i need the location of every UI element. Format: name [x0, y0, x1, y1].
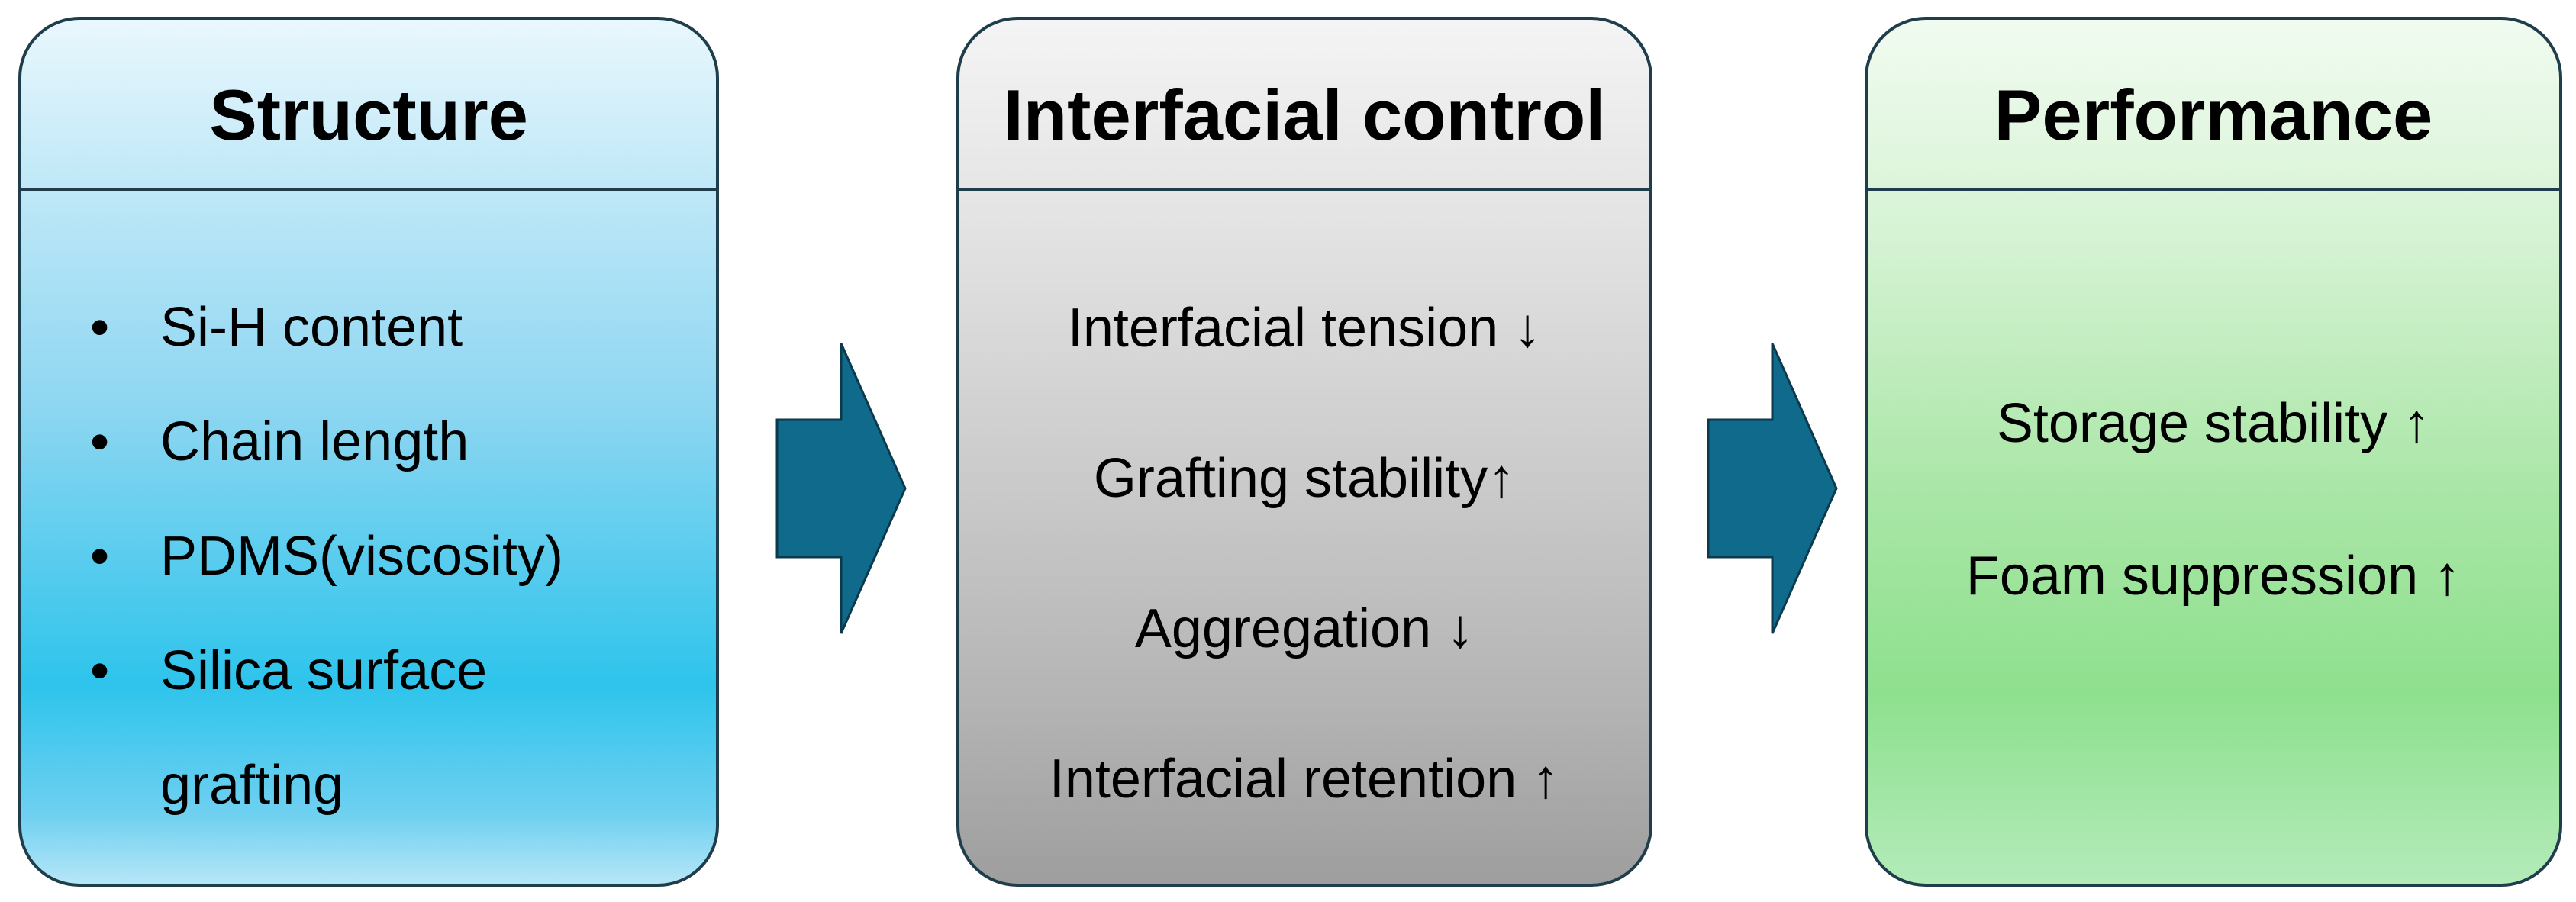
performance-title: Performance: [1868, 20, 2559, 191]
list-item: Storage stability ↑: [1996, 393, 2431, 454]
list-item: Grafting stability↑: [1093, 448, 1516, 509]
structure-body: • Si-H content • Chain length • PDMS(viscos…: [21, 194, 716, 884]
list-item-continuation: grafting: [85, 728, 563, 842]
list-item: Interfacial tension ↓: [1067, 298, 1542, 359]
structure-item-label: Silica surface: [160, 640, 488, 701]
structure-item-label: PDMS(viscosity): [160, 526, 564, 587]
list-item: • Silica surface: [85, 614, 563, 728]
bullet-icon: •: [90, 297, 110, 358]
flow-arrow-icon: [1707, 343, 1838, 634]
list-item: Interfacial retention ↑: [1049, 749, 1560, 810]
bullet-icon: •: [90, 526, 110, 587]
list-item: • PDMS(viscosity): [85, 499, 563, 614]
structure-panel: Structure • Si-H content • Chain length • P…: [18, 17, 719, 887]
interfacial-title: Interfacial control: [959, 20, 1649, 191]
performance-list: Storage stability ↑ Foam suppression ↑: [1868, 396, 2559, 604]
performance-panel: Performance Storage stability ↑ Foam sup…: [1865, 17, 2562, 887]
bullet-icon: •: [90, 640, 110, 701]
list-item: • Si-H content: [85, 270, 563, 385]
interfacial-list: Interfacial tension ↓ Grafting stability…: [959, 301, 1649, 807]
performance-body: Storage stability ↑ Foam suppression ↑: [1868, 194, 2559, 884]
interfacial-body: Interfacial tension ↓ Grafting stability…: [959, 194, 1649, 884]
flow-arrow-icon: [775, 343, 907, 634]
structure-item-label: Si-H content: [160, 297, 463, 358]
list-item: Aggregation ↓: [1134, 598, 1475, 659]
flow-arrow-shape: [775, 343, 907, 634]
bullet-icon: •: [90, 411, 110, 472]
interfacial-panel: Interfacial control Interfacial tension …: [956, 17, 1652, 887]
list-item: Foam suppression ↑: [1965, 546, 2462, 607]
flow-arrow-shape: [1707, 343, 1838, 634]
structure-item-label: grafting: [160, 755, 344, 816]
list-item: • Chain length: [85, 385, 563, 499]
structure-list: • Si-H content • Chain length • PDMS(viscos…: [85, 270, 563, 842]
structure-title: Structure: [21, 20, 716, 191]
structure-item-label: Chain length: [160, 411, 469, 472]
